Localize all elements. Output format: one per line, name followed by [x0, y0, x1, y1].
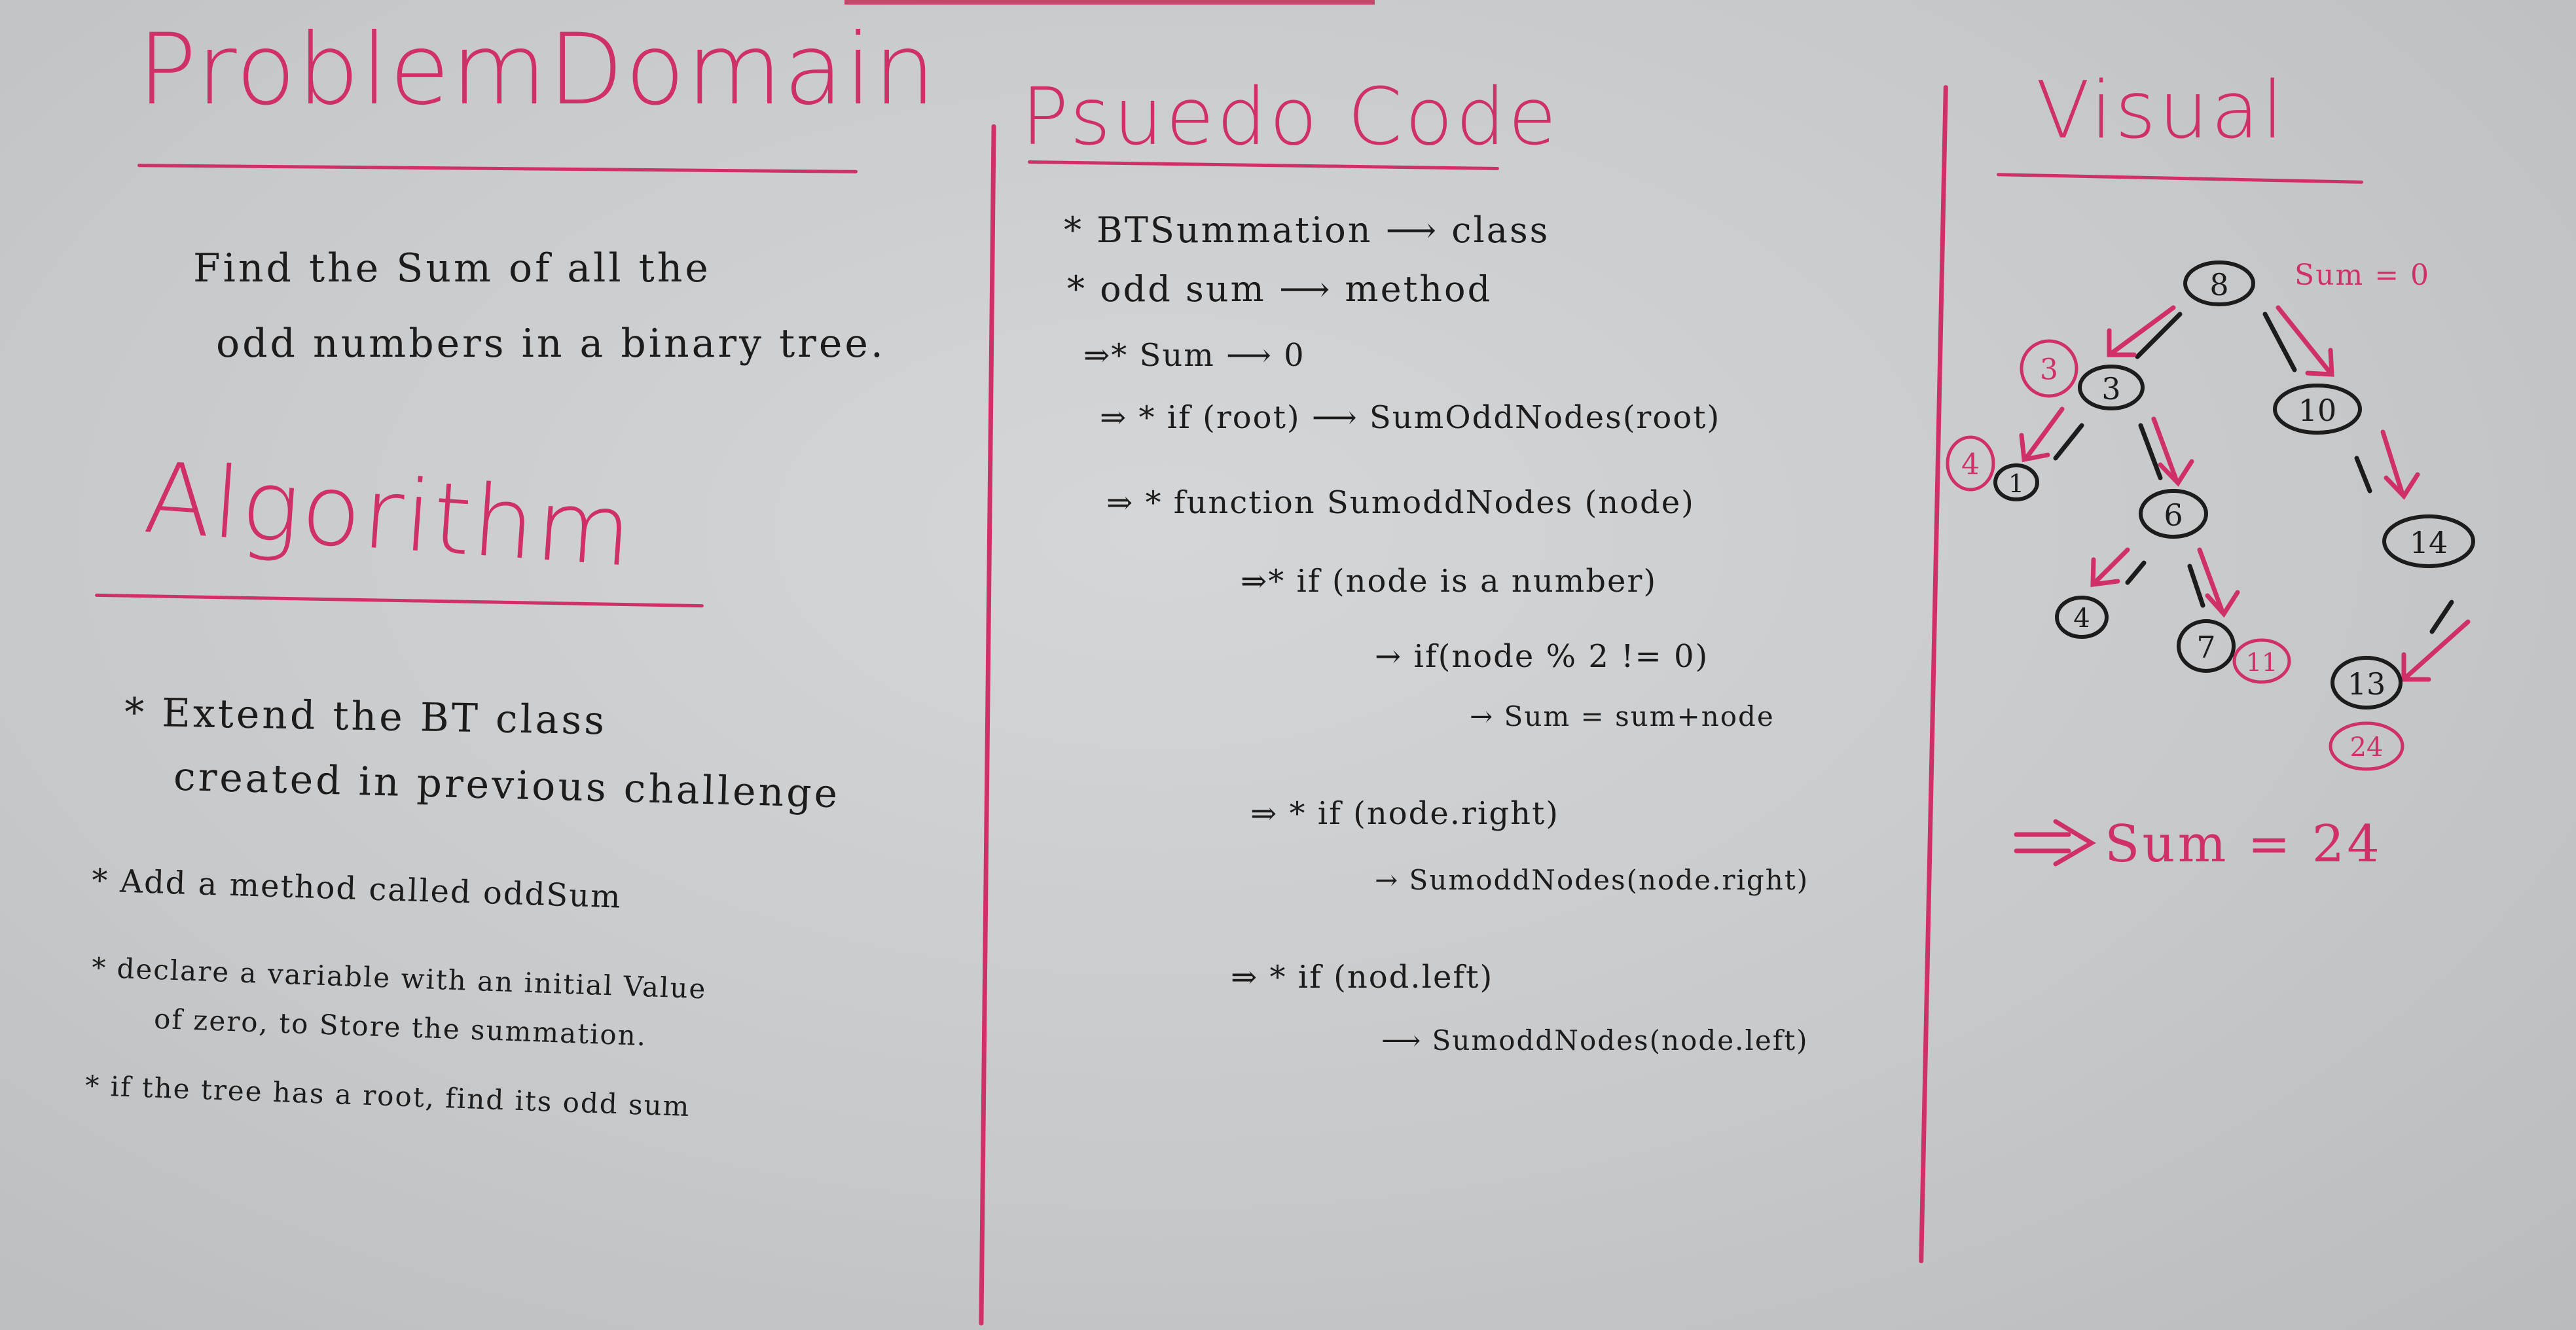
sum-11-label: 11	[2246, 648, 2277, 677]
visual-title: Visual	[2036, 65, 2287, 156]
pseudo-line-1: * BTSummation ⟶ class	[1064, 209, 1550, 251]
pseudo-line-11: ⇒ * if (nod.left)	[1231, 959, 1494, 996]
pseudo-line-3: ⇒* Sum ⟶ 0	[1083, 337, 1305, 374]
edge-8-3	[2135, 312, 2183, 359]
node-4	[2055, 596, 2109, 639]
sum-3-label: 3	[2040, 353, 2058, 387]
arrow-3-1	[2023, 406, 2065, 461]
arrow-6-4	[2092, 547, 2130, 585]
pseudo-line-10: → SumoddNodes(node.right)	[1375, 864, 1809, 896]
node-3-label: 3	[2101, 371, 2120, 406]
pseudo-line-5: ⇒ * function SumoddNodes (node)	[1106, 484, 1695, 521]
pseudo-line-2: * odd sum ⟶ method	[1067, 268, 1493, 310]
node-7	[2177, 619, 2236, 673]
sum-circle-11	[2232, 638, 2291, 684]
node-7-label: 7	[2196, 630, 2215, 665]
visual-result-text: Sum = 24	[2105, 815, 2382, 874]
node-6	[2139, 489, 2208, 539]
edge-14-13	[2429, 600, 2454, 634]
problem-line-1: Find the Sum of all the	[193, 245, 711, 291]
arrow-8-10	[2276, 305, 2333, 376]
node-13-label: 13	[2348, 666, 2386, 702]
edge-10-14	[2354, 456, 2372, 494]
edge-6-7	[2187, 564, 2205, 608]
arrow-6-7	[2197, 547, 2225, 615]
node-10-label: 10	[2298, 393, 2337, 428]
node-4-label: 4	[2073, 603, 2090, 634]
edge-8-10	[2262, 312, 2297, 372]
sum-4-label: 4	[1961, 448, 1980, 482]
pseudo-line-6: ⇒* if (node is a number)	[1241, 563, 1658, 600]
sum-circle-3	[2020, 339, 2078, 398]
edge-3-1	[2053, 423, 2084, 461]
node-14-label: 14	[2410, 525, 2448, 560]
edge-6-4	[2125, 560, 2147, 585]
pseudo-line-8: → Sum = sum+node	[1470, 700, 1775, 732]
sum-24-label: 24	[2350, 732, 2384, 763]
node-1-label: 1	[2008, 469, 2024, 498]
node-1	[1993, 463, 2039, 501]
node-6-label: 6	[2164, 497, 2183, 533]
node-10	[2273, 384, 2362, 435]
arrow-8-3	[2109, 305, 2176, 356]
node-13	[2331, 656, 2403, 710]
visual-sum-start: Sum = 0	[2295, 259, 2431, 292]
node-14	[2382, 514, 2475, 568]
node-8-label: 8	[2209, 267, 2228, 302]
pseudo-line-7: → if(node % 2 != 0)	[1375, 638, 1709, 675]
sum-circle-4	[1946, 435, 1995, 492]
arrow-3-6	[2151, 416, 2179, 484]
arrow-14-13	[2403, 619, 2471, 680]
pseudo-line-12: ⟶ SumoddNodes(node.left)	[1381, 1024, 1809, 1056]
node-8	[2183, 261, 2255, 306]
node-3	[2078, 365, 2145, 410]
problem-line-2: odd numbers in a binary tree.	[216, 321, 886, 367]
visual-result: Sum = 24	[2105, 815, 2382, 874]
problem-domain-title: ProblemDomain	[137, 13, 937, 127]
board-top-edge	[844, 0, 1375, 5]
edge-3-6	[2138, 423, 2163, 480]
arrow-10-14	[2380, 429, 2405, 497]
sum-circle-24	[2329, 721, 2404, 771]
pseudo-line-4: ⇒ * if (root) ⟶ SumOddNodes(root)	[1100, 399, 1721, 436]
pseudo-code-title: Psuedo Code	[1021, 72, 1559, 163]
pseudo-line-9: ⇒ * if (node.right)	[1250, 795, 1559, 832]
